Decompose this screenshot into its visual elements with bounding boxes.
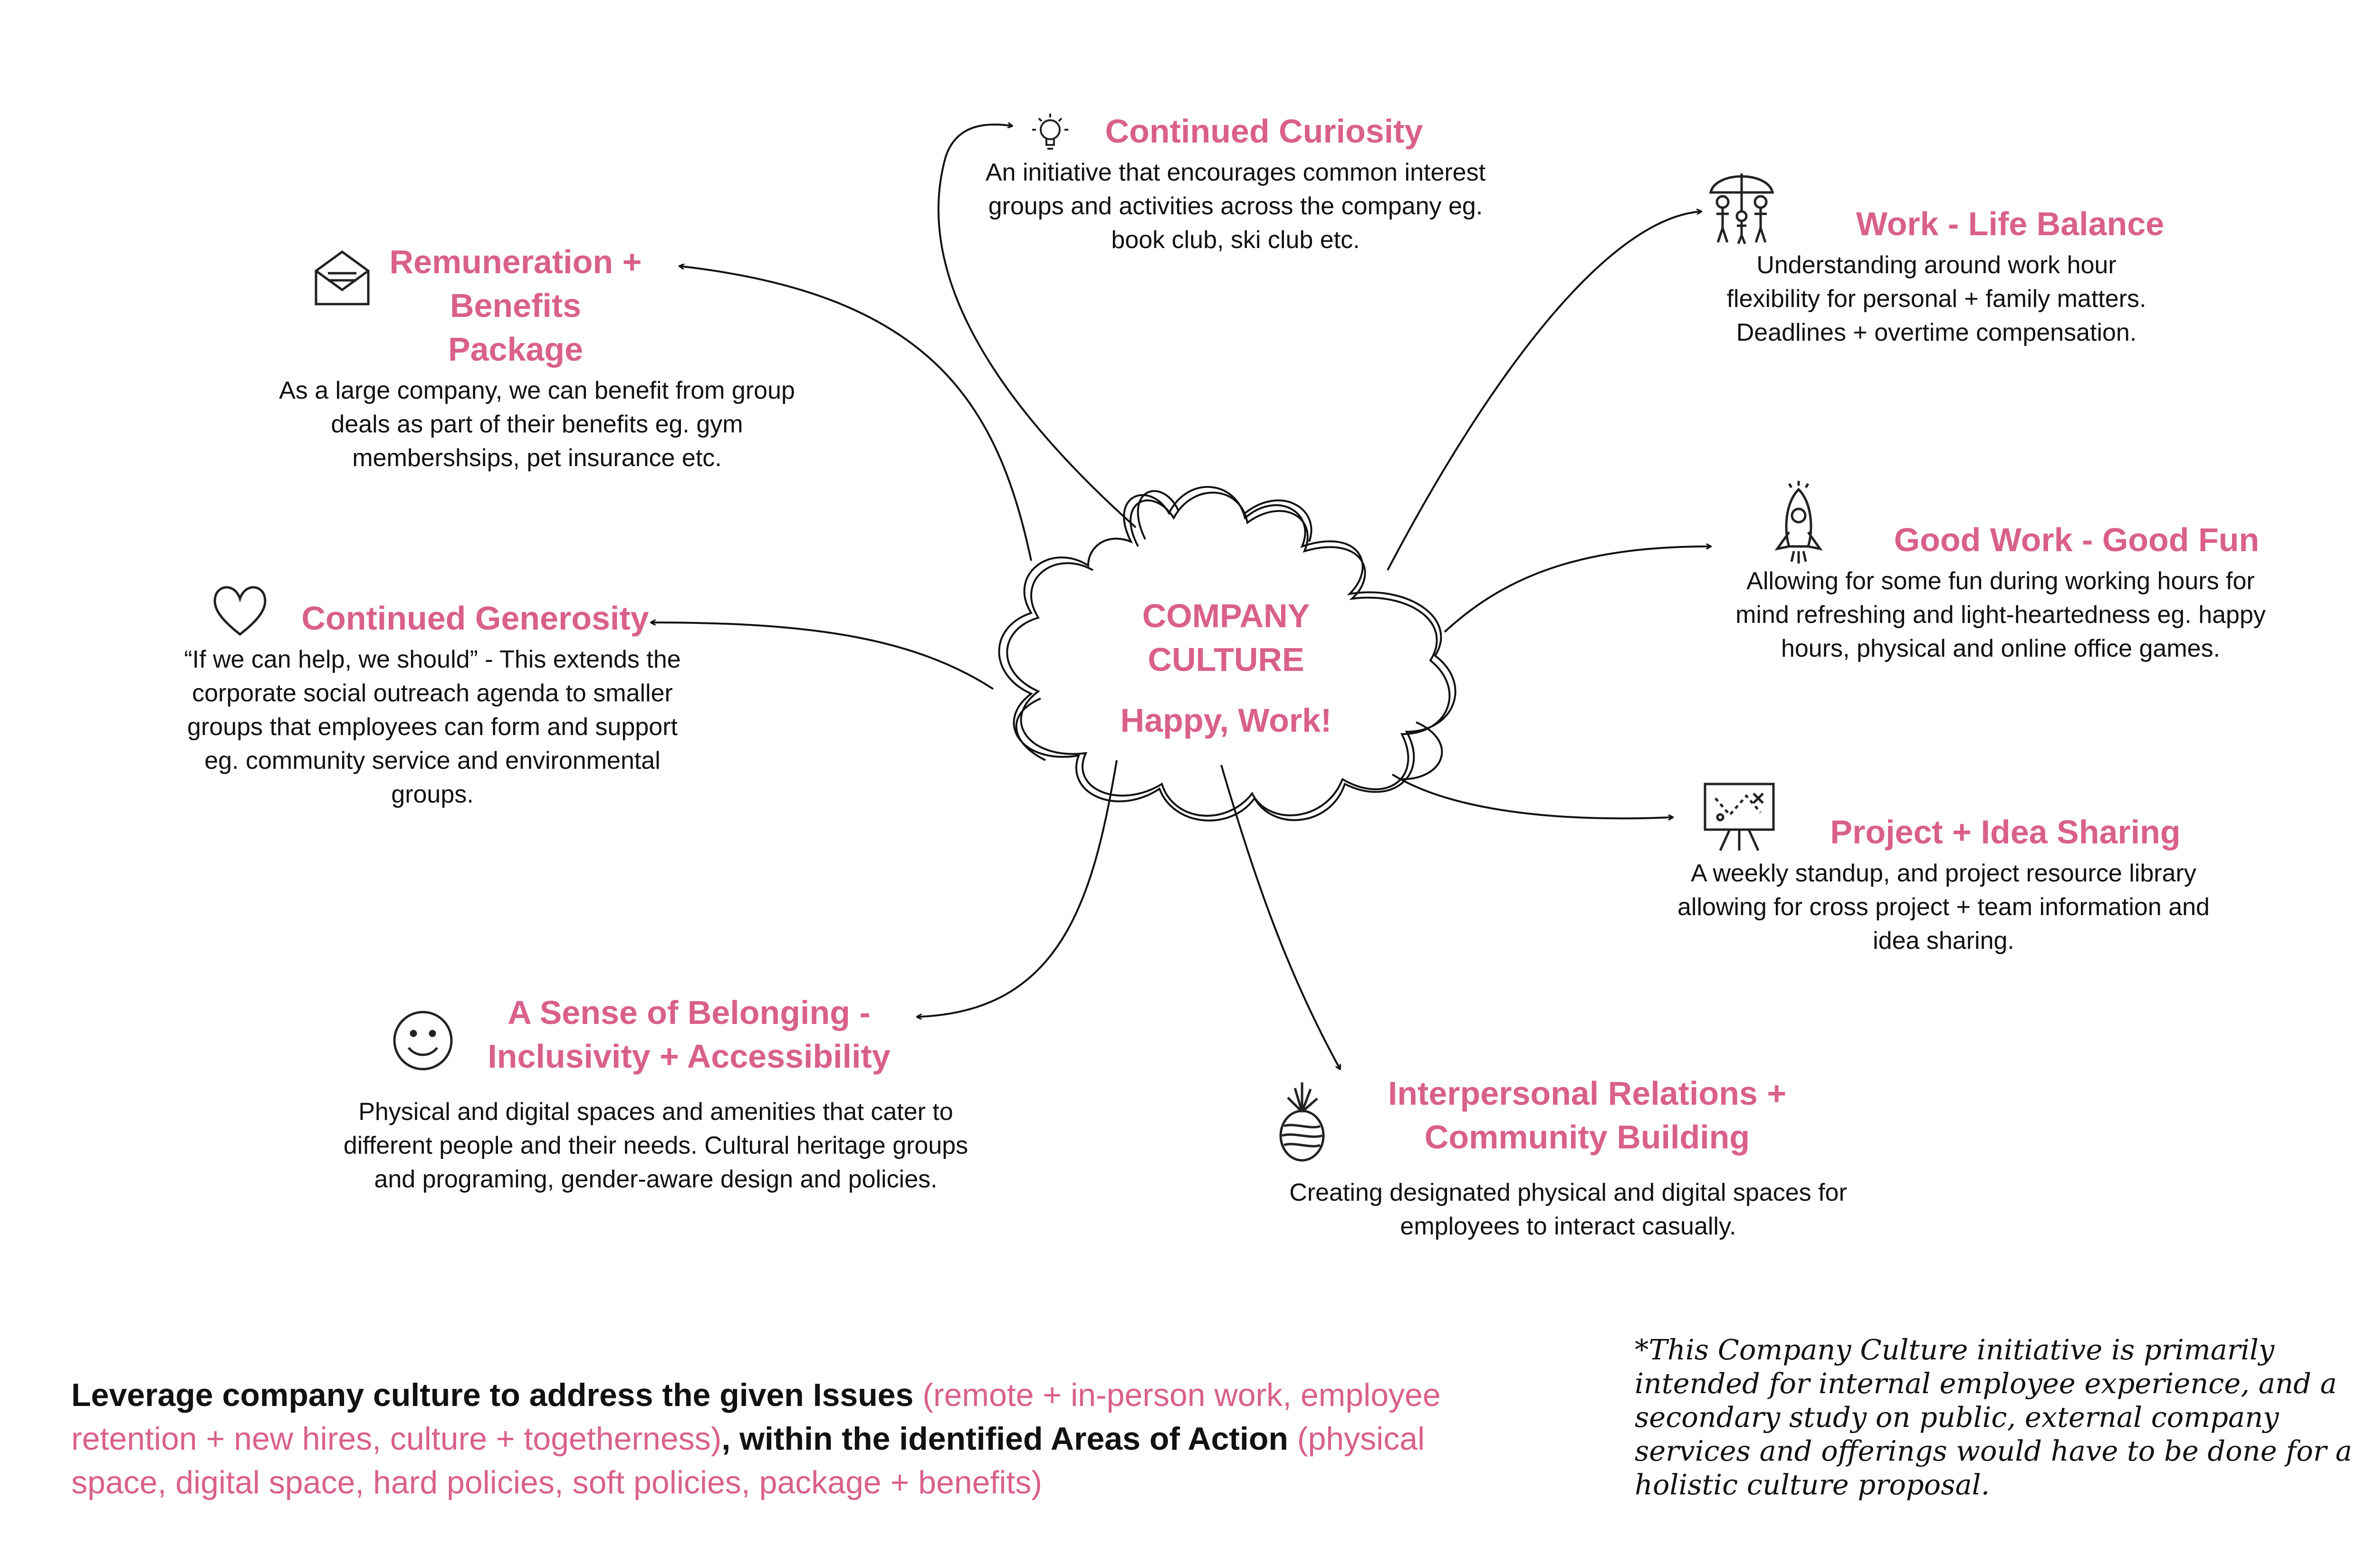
envelope-icon xyxy=(311,247,373,309)
node-project: Project + Idea Sharing A weekly standup,… xyxy=(1635,810,2252,958)
arrow-curiosity xyxy=(937,124,1137,528)
arrow-project xyxy=(1391,774,1673,818)
pineapple-icon xyxy=(1274,1079,1331,1164)
center-cloud xyxy=(998,486,1456,822)
footnote: *This Company Culture initiative is prim… xyxy=(1635,1333,2352,1501)
arrow-generosity xyxy=(651,622,994,690)
heart-icon xyxy=(209,582,271,639)
footer-statement: Leverage company culture to address the … xyxy=(71,1373,1521,1504)
node-title: Interpersonal Relations + Community Buil… xyxy=(1388,1075,1787,1156)
smiley-icon xyxy=(390,1007,456,1074)
node-description: Understanding around work hour flexibili… xyxy=(1726,251,2146,346)
node-description: Physical and digital spaces and amenitie… xyxy=(343,1098,968,1193)
node-description: Creating designated physical and digital… xyxy=(1289,1179,1847,1240)
node-worklife: Work - Life Balance Understanding around… xyxy=(1668,202,2205,350)
node-title: Good Work - Good Fun xyxy=(1894,521,2260,558)
arrow-belonging xyxy=(917,760,1118,1017)
footer-part1: Leverage company culture to address the … xyxy=(71,1377,914,1413)
arrow-goodwork xyxy=(1444,546,1711,633)
lightbulb-icon xyxy=(1031,112,1069,154)
arrow-interpersonal xyxy=(1220,765,1340,1069)
node-description: An initiative that encourages common int… xyxy=(985,159,1486,254)
node-remuneration: Remuneration + Benefits Package As a lar… xyxy=(266,240,808,475)
node-title: A Sense of Belonging - Inclusivity + Acc… xyxy=(488,994,891,1075)
node-title: Continued Generosity xyxy=(301,600,649,637)
node-description: A weekly standup, and project resource l… xyxy=(1677,860,2210,955)
node-generosity: Continued Generosity “If we can help, we… xyxy=(162,596,703,812)
footer-part2: (remote + in-person work, employee reten… xyxy=(71,1377,1441,1457)
node-description: Allowing for some fun during working hou… xyxy=(1735,567,2266,662)
node-title: Project + Idea Sharing xyxy=(1830,813,2181,851)
arrow-remuneration xyxy=(680,266,1032,561)
center-title: COMPANY CULTURE xyxy=(1142,597,1310,678)
node-interpersonal: Interpersonal Relations + Community Buil… xyxy=(1240,1071,1896,1243)
node-title: Work - Life Balance xyxy=(1856,205,2165,242)
node-title: Remuneration + Benefits Package xyxy=(389,243,642,368)
node-description: As a large company, we can benefit from … xyxy=(279,377,795,472)
node-goodwork: Good Work - Good Fun Allowing for some f… xyxy=(1706,518,2324,666)
presentation-board-icon xyxy=(1701,779,1777,855)
node-title: Continued Curiosity xyxy=(1105,113,1423,150)
footer-part4: (physical space, digital space, hard pol… xyxy=(71,1421,1425,1501)
node-curiosity: Continued Curiosity An initiative that e… xyxy=(965,109,1506,257)
node-belonging: A Sense of Belonging - Inclusivity + Acc… xyxy=(328,991,984,1196)
footer-part3: , within the identified Areas of Action xyxy=(721,1421,1288,1457)
center-subtitle: Happy, Work! xyxy=(1120,702,1332,739)
family-umbrella-icon xyxy=(1706,164,1777,245)
rocket-icon xyxy=(1768,480,1830,565)
arrow-worklife xyxy=(1387,211,1701,571)
node-description: “If we can help, we should” - This exten… xyxy=(184,646,681,808)
